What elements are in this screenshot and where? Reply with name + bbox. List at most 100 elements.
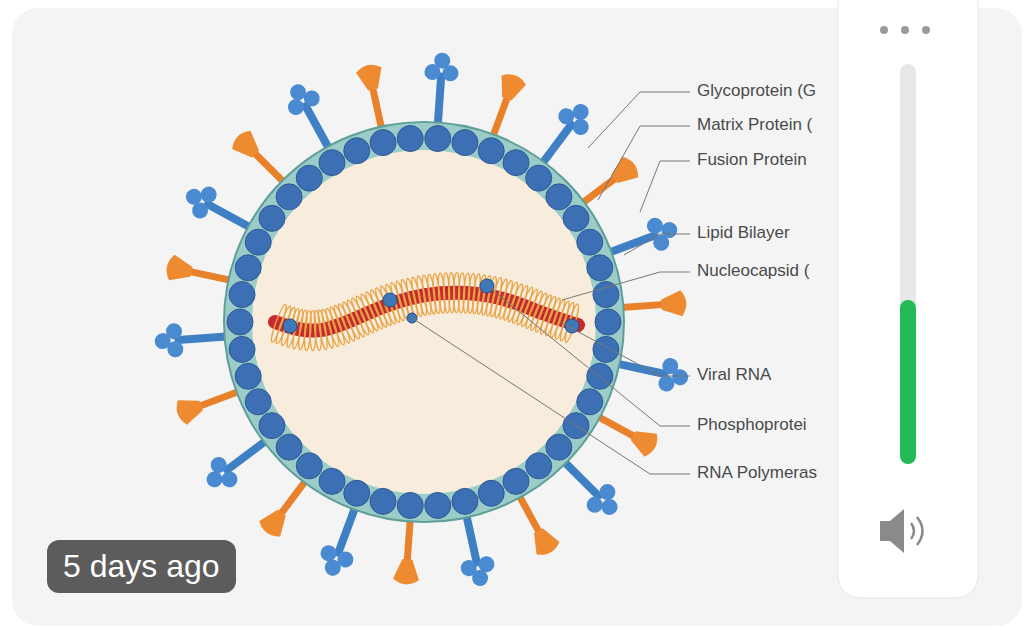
- spike-head: [164, 254, 194, 285]
- leader-line: [562, 272, 690, 300]
- matrix-bead: [478, 480, 504, 506]
- coil: [467, 273, 476, 313]
- coil: [543, 297, 562, 337]
- protein-dot: [480, 279, 494, 293]
- spike-head: [287, 81, 309, 103]
- coil: [324, 307, 341, 347]
- spike-head: [660, 290, 687, 318]
- sound-wave: [911, 523, 914, 539]
- timestamp-badge: 5 days ago: [47, 540, 236, 593]
- matrix-bead: [546, 434, 572, 460]
- coil: [493, 278, 509, 318]
- matrix-bead: [259, 413, 285, 439]
- spike-head: [471, 568, 490, 587]
- matrix-bead: [370, 130, 396, 156]
- part-label: Lipid Bilayer: [697, 224, 790, 243]
- matrix-bead: [425, 492, 451, 518]
- matrix-bead: [229, 282, 255, 308]
- leader-line: [598, 126, 690, 200]
- matrix-bead: [235, 255, 261, 281]
- sound-wave: [917, 517, 923, 545]
- spike-head: [434, 52, 451, 69]
- spike-head: [173, 393, 206, 426]
- menu-dot: [901, 26, 909, 34]
- part-label: Fusion Protein: [697, 151, 807, 170]
- spike-stalk: [605, 231, 659, 258]
- glycoprotein-spike: [421, 51, 460, 128]
- fusion-spike: [393, 516, 424, 586]
- matrix-bead: [259, 205, 285, 231]
- matrix-bead: [587, 255, 613, 281]
- coil: [471, 274, 481, 314]
- protein-dot: [283, 319, 297, 333]
- matrix-bead: [397, 492, 423, 518]
- matrix-bead: [296, 453, 322, 479]
- matrix-bead: [276, 184, 302, 210]
- coil: [548, 299, 566, 339]
- coil: [563, 303, 580, 343]
- spike-head: [606, 154, 642, 190]
- spike-head: [355, 62, 386, 92]
- spike-head: [203, 468, 225, 490]
- matrix-bead: [229, 336, 255, 362]
- part-label: Matrix Protein (: [697, 116, 812, 135]
- matrix-bead: [452, 130, 478, 156]
- spike-head: [256, 505, 292, 541]
- spike-head: [527, 524, 562, 558]
- virus-interior: [252, 150, 596, 494]
- matrix-bead: [319, 468, 345, 494]
- matrix-bead: [503, 150, 529, 176]
- matrix-bead: [344, 480, 370, 506]
- volume-overlay: [838, 0, 978, 598]
- coil: [378, 285, 397, 325]
- matrix-bead: [370, 488, 396, 514]
- matrix-bead: [503, 468, 529, 494]
- matrix-bead: [577, 229, 603, 255]
- matrix-bead: [593, 282, 619, 308]
- matrix-bead: [344, 138, 370, 164]
- matrix-bead: [546, 184, 572, 210]
- coil: [502, 281, 520, 321]
- leader-line: [490, 288, 690, 426]
- leader-line: [624, 234, 690, 255]
- coil: [328, 306, 347, 346]
- spike-head: [659, 220, 680, 241]
- spike-head: [393, 559, 421, 586]
- leader-lines: [412, 92, 690, 474]
- matrix-bead: [563, 205, 589, 231]
- matrix-bead: [276, 434, 302, 460]
- coil: [320, 309, 335, 349]
- spikes: [153, 51, 691, 589]
- matrix-bead: [397, 126, 423, 152]
- menu-dot: [880, 26, 888, 34]
- lipid-bilayer: [224, 122, 624, 522]
- spike-head: [229, 127, 265, 163]
- part-label: Viral RNA: [697, 366, 771, 385]
- menu-dot: [922, 26, 930, 34]
- matrix-proteins: [227, 126, 621, 519]
- part-label: RNA Polymeras: [697, 464, 817, 483]
- fusion-spike: [355, 62, 395, 134]
- spike-stalk: [618, 301, 668, 312]
- spike-head: [671, 368, 690, 387]
- protein-dot: [383, 293, 397, 307]
- spike-stalk: [174, 332, 229, 344]
- matrix-bead: [595, 309, 621, 335]
- spike-stalk: [462, 512, 482, 567]
- badge-text: 5 days ago: [63, 547, 220, 585]
- fusion-spike: [164, 254, 236, 294]
- speaker-icon: [880, 509, 904, 553]
- overlay-panel: [838, 0, 978, 598]
- coil: [384, 283, 402, 323]
- glycoprotein-spike: [449, 509, 498, 590]
- matrix-bead: [526, 165, 552, 191]
- matrix-bead: [425, 126, 451, 152]
- glycoprotein-spike: [153, 319, 230, 358]
- matrix-bead: [227, 309, 253, 335]
- matrix-bead: [526, 453, 552, 479]
- nucleocapsid-coils: [269, 273, 580, 351]
- spike-head: [598, 496, 621, 519]
- slider-track: [900, 64, 916, 464]
- leader-line: [640, 161, 690, 212]
